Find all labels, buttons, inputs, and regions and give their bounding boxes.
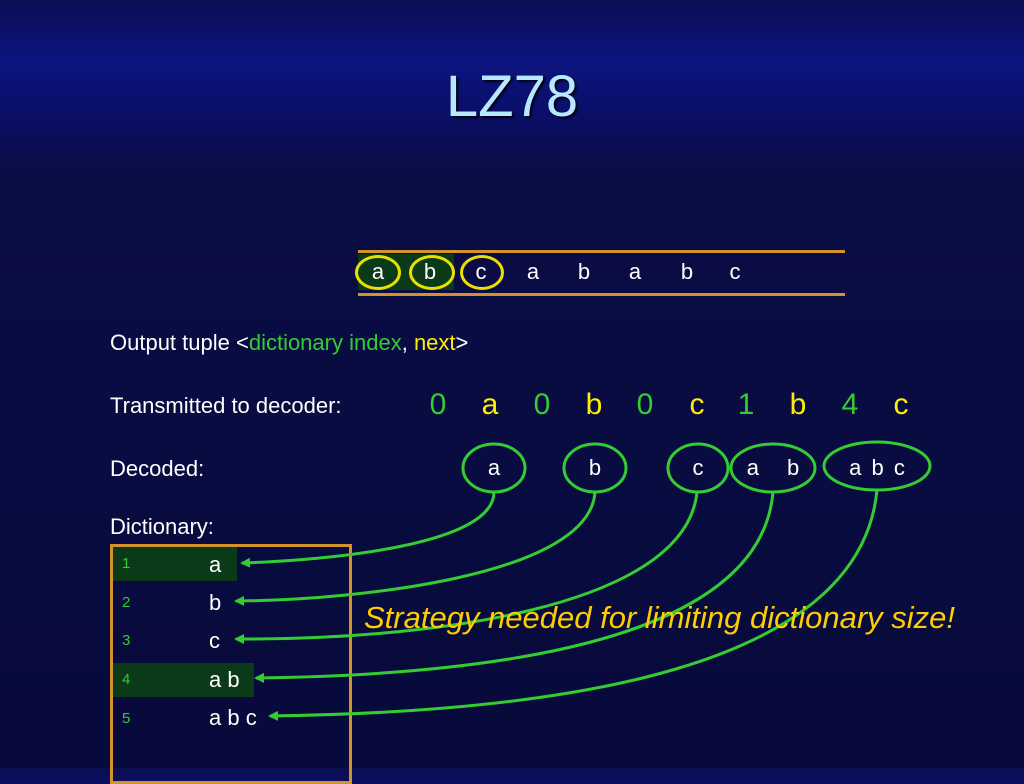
transmitted-char: c xyxy=(893,388,909,421)
input-char: a xyxy=(628,259,642,284)
input-char: b xyxy=(680,259,694,284)
input-char-circle-b xyxy=(409,255,455,290)
dictionary-row-highlight xyxy=(113,663,254,697)
output-tuple-suffix: > xyxy=(455,330,469,355)
dictionary-index: 1 xyxy=(122,555,131,572)
input-char-circle-c xyxy=(460,255,504,290)
dictionary-value: c xyxy=(209,628,220,653)
dictionary-value: a b xyxy=(209,667,240,692)
transmitted-char: c xyxy=(689,388,705,421)
input-char: b xyxy=(423,259,437,284)
decoded-group: a b c xyxy=(849,455,905,480)
input-char: a xyxy=(526,259,540,284)
decoded-group: c xyxy=(692,455,704,480)
input-char: c xyxy=(729,259,741,284)
dictionary-index: 5 xyxy=(122,710,131,727)
transmitted-index: 1 xyxy=(737,388,755,421)
input-char: a xyxy=(371,259,385,284)
transmitted-index: 4 xyxy=(841,388,859,421)
output-tuple-label: Output tuple <dictionary index, next> xyxy=(110,330,468,356)
decoded-ellipse xyxy=(729,442,817,494)
dictionary-label: Dictionary: xyxy=(110,514,214,539)
slide-title: LZ78 xyxy=(445,64,579,129)
output-tuple-prefix: Output tuple < xyxy=(110,330,249,355)
dictionary-index-label: dictionary index xyxy=(248,330,402,355)
output-tuple-comma: , xyxy=(401,330,414,355)
dictionary-value: a b c xyxy=(209,705,257,730)
decoded-ellipse xyxy=(461,442,527,494)
transmitted-char: a xyxy=(481,388,499,421)
dictionary-row-highlight xyxy=(113,547,237,581)
decoded-group: b xyxy=(588,455,602,480)
input-string-strip xyxy=(358,250,845,296)
input-char-circle-a xyxy=(355,255,401,290)
arrow-to-entry-1 xyxy=(240,491,496,568)
transmitted-index: 0 xyxy=(636,388,654,421)
decoded-ellipse xyxy=(562,442,628,494)
dictionary-index: 3 xyxy=(122,632,131,649)
decoded-ellipse xyxy=(822,440,932,492)
transmitted-label: Transmitted to decoder: xyxy=(110,393,342,418)
input-char: c xyxy=(475,259,487,284)
dictionary-index: 2 xyxy=(122,594,131,611)
transmitted-index: 0 xyxy=(429,388,447,421)
arrow-to-entry-2 xyxy=(234,491,597,606)
arrow-to-entry-5 xyxy=(268,489,879,721)
decoded-group: a xyxy=(487,455,501,480)
transmitted-char: b xyxy=(585,388,603,421)
decoded-label: Decoded: xyxy=(110,456,205,481)
dictionary-value: b xyxy=(209,590,222,615)
dictionary-value: a xyxy=(209,552,222,577)
transmitted-char: b xyxy=(789,388,807,421)
decoded-ellipse xyxy=(666,442,730,494)
arrow-overlay xyxy=(234,440,932,721)
dictionary-index: 4 xyxy=(122,671,131,688)
arrow-to-entry-3 xyxy=(234,491,699,645)
input-char: b xyxy=(577,259,591,284)
decoded-group: a b xyxy=(746,455,800,480)
arrow-to-entry-4 xyxy=(254,491,775,683)
next-label: next xyxy=(413,330,456,355)
transmitted-index: 0 xyxy=(533,388,551,421)
strategy-note: Strategy needed for limiting dictionary … xyxy=(364,600,956,635)
